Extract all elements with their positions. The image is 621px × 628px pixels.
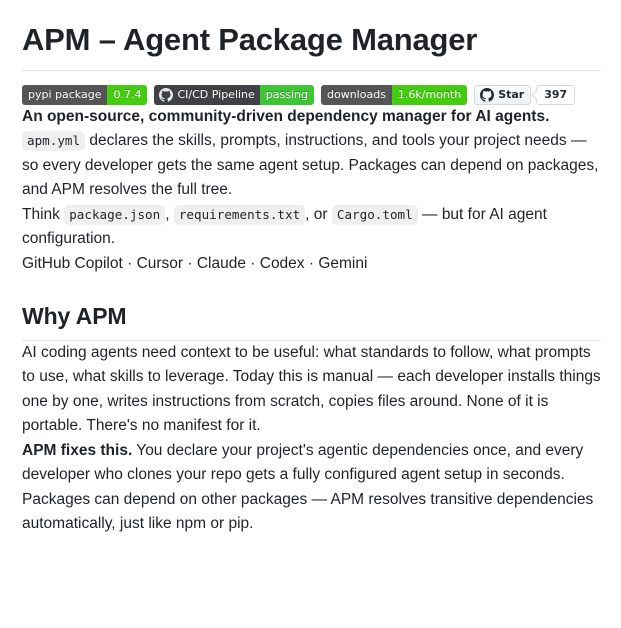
page-title: APM – Agent Package Manager bbox=[22, 20, 601, 71]
badge-downloads[interactable]: downloads 1.6k/month bbox=[321, 84, 468, 105]
why-paragraph-2-lead: APM fixes this. bbox=[22, 441, 133, 459]
badge-pypi-value: 0.7.4 bbox=[107, 84, 148, 105]
badge-cicd-status: passing bbox=[259, 84, 314, 105]
why-paragraph-1: AI coding agents need context to be usef… bbox=[22, 343, 601, 435]
section-heading-why-apm: Why APM bbox=[22, 302, 601, 341]
code-cargo-toml: Cargo.toml bbox=[331, 204, 418, 225]
github-star-label: Star bbox=[498, 88, 525, 102]
intro-body-text: declares the skills, prompts, instructio… bbox=[22, 132, 599, 199]
think-suffix: — but for AI agent configuration. bbox=[22, 205, 547, 248]
think-sep-2: , or bbox=[305, 205, 332, 223]
code-requirements-txt: requirements.txt bbox=[173, 204, 306, 225]
badge-pypi-label: pypi package bbox=[22, 84, 108, 105]
why-paragraph-2: APM fixes this. You declare your project… bbox=[22, 439, 601, 537]
why-paragraph-2-rest: You declare your project's agentic depen… bbox=[22, 441, 594, 533]
badge-cicd-label-group: CI/CD Pipeline bbox=[154, 84, 260, 105]
github-star-count[interactable]: 397 bbox=[536, 84, 576, 105]
github-star-button[interactable]: Star bbox=[474, 84, 532, 105]
intro-paragraph: An open-source, community-driven depende… bbox=[22, 105, 601, 203]
badge-pypi-package[interactable]: pypi package 0.7.4 bbox=[22, 84, 148, 105]
supported-agents-line: GitHub Copilot · Cursor · Claude · Codex… bbox=[22, 254, 368, 272]
think-paragraph: Think package.json, requirements.txt, or… bbox=[22, 203, 601, 252]
github-star-widget[interactable]: Star 397 bbox=[474, 84, 576, 105]
github-mark-icon bbox=[480, 87, 495, 102]
think-prefix: Think bbox=[22, 205, 65, 223]
badge-downloads-value: 1.6k/month bbox=[391, 84, 468, 105]
intro-tagline: An open-source, community-driven depende… bbox=[22, 107, 550, 125]
think-sep-1: , bbox=[165, 205, 174, 223]
badge-cicd-label: CI/CD Pipeline bbox=[177, 87, 255, 101]
readme-page: APM – Agent Package Manager pypi package… bbox=[0, 0, 621, 537]
code-package-json: package.json bbox=[64, 204, 166, 225]
code-apm-yml: apm.yml bbox=[22, 131, 86, 152]
badge-row: pypi package 0.7.4 CI/CD Pipeline passin… bbox=[22, 84, 601, 105]
badge-cicd-pipeline[interactable]: CI/CD Pipeline passing bbox=[154, 84, 314, 105]
github-mark-icon bbox=[159, 87, 174, 102]
badge-downloads-label: downloads bbox=[321, 84, 392, 105]
